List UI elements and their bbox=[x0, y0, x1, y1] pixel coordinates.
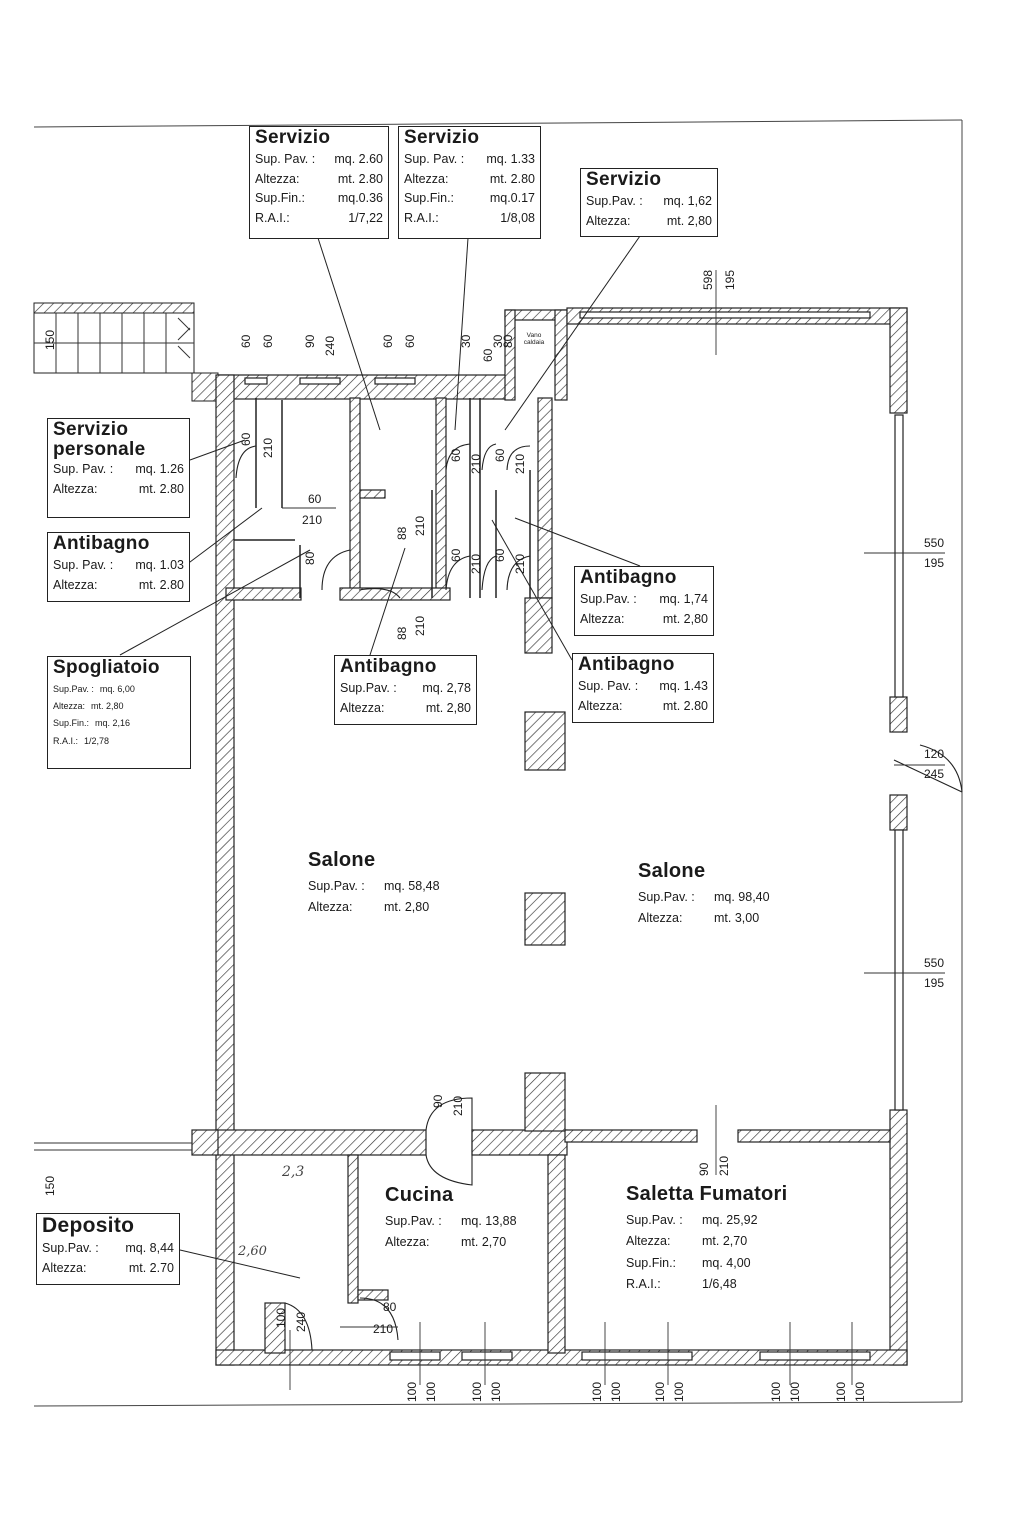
dim-top-60-e: 60 bbox=[481, 348, 495, 362]
dim-bottom-5: 100 bbox=[590, 1381, 604, 1402]
room-box-servizio-2: Servizio Sup. Pav. :mq. 1.33 Altezza:mt.… bbox=[398, 126, 541, 239]
room-box-antibagno-left: Antibagno Sup. Pav. :mq. 1.03 Altezza:mt… bbox=[47, 532, 190, 602]
handwritten-note-b: 2,60 bbox=[238, 1244, 267, 1259]
dim-bottom-7: 100 bbox=[653, 1381, 667, 1402]
dim-saletta-90: 90 bbox=[697, 1162, 711, 1176]
dim-bottom-4: 100 bbox=[489, 1381, 503, 1402]
dim-bottom-10: 100 bbox=[788, 1381, 802, 1402]
dim-bottom-1: 100 bbox=[405, 1381, 419, 1402]
room-box-antibagno-right-2: Antibagno Sup. Pav. :mq. 1.43 Altezza:mt… bbox=[572, 653, 714, 723]
dim-w-60-a: 60 bbox=[449, 448, 463, 462]
dim-w-60-b: 60 bbox=[493, 448, 507, 462]
leader-lines bbox=[119, 235, 641, 1279]
dim-l-210-b: 210 bbox=[513, 553, 527, 574]
room-name: Servizio bbox=[255, 127, 331, 148]
dim-120: 120 bbox=[924, 747, 945, 761]
dim-b-88: 88 bbox=[395, 526, 409, 540]
room-label-cucina: Cucina Sup.Pav. :mq. 13,88 Altezza:mt. 2… bbox=[385, 1184, 517, 1250]
dim-dp-100: 100 bbox=[274, 1307, 288, 1328]
room-name: Servizio bbox=[586, 169, 662, 190]
dim-80-v: 80 bbox=[303, 551, 317, 565]
dim-saletta-210: 210 bbox=[717, 1155, 731, 1176]
dim-l-210: 210 bbox=[469, 553, 483, 574]
sheet-frame bbox=[33, 119, 963, 1407]
dim-195-b: 195 bbox=[924, 556, 945, 570]
dim-top-60-b: 60 bbox=[261, 334, 275, 348]
room-box-deposito: Deposito Sup.Pav. :mq. 8,44 Altezza:mt. … bbox=[36, 1213, 180, 1285]
windows bbox=[244, 311, 904, 1361]
room-name: Servizio bbox=[404, 127, 480, 148]
dim-sp-60: 60 bbox=[308, 492, 322, 506]
dim-top-30: 30 bbox=[459, 334, 473, 348]
dim-top-240: 240 bbox=[323, 335, 337, 356]
dim-top-60-c: 60 bbox=[381, 334, 395, 348]
dim-bottom-11: 100 bbox=[834, 1381, 848, 1402]
dim-dp-240: 240 bbox=[294, 1311, 308, 1332]
dim-sp-60-b: 60 bbox=[239, 432, 253, 446]
dim-top-90: 90 bbox=[303, 334, 317, 348]
dim-bottom-12: 100 bbox=[853, 1381, 867, 1402]
dim-bottom-3: 100 bbox=[470, 1381, 484, 1402]
vano-caldaia-label: Vano caldaia bbox=[523, 332, 545, 347]
dim-550-a: 550 bbox=[924, 536, 945, 550]
room-box-antibagno-right-1: Antibagno Sup.Pav. :mq. 1,74 Altezza:mt.… bbox=[574, 566, 714, 636]
dim-bottom-9: 100 bbox=[769, 1381, 783, 1402]
partitions bbox=[234, 398, 531, 598]
dim-sp-210: 210 bbox=[302, 513, 323, 527]
dim-l-60: 60 bbox=[449, 548, 463, 562]
dim-kitchen-210: 210 bbox=[451, 1095, 465, 1116]
room-box-servizio-personale: Servizio personale Sup. Pav. :mq. 1.26 A… bbox=[47, 418, 190, 518]
dim-598: 598 bbox=[701, 269, 715, 290]
dim-b-88-b: 88 bbox=[395, 626, 409, 640]
dim-150-a: 150 bbox=[43, 329, 57, 350]
dim-top-80: 80 bbox=[501, 334, 515, 348]
dim-sp-210-b: 210 bbox=[261, 437, 275, 458]
dim-w-210-b: 210 bbox=[513, 453, 527, 474]
dim-150-b: 150 bbox=[43, 1175, 57, 1196]
dim-195-c: 195 bbox=[924, 976, 945, 990]
dim-bottom-8: 100 bbox=[672, 1381, 686, 1402]
dim-b-210-b: 210 bbox=[413, 615, 427, 636]
staircase bbox=[33, 302, 219, 402]
dim-bottom-6: 100 bbox=[609, 1381, 623, 1402]
walls bbox=[191, 307, 908, 1366]
room-label-salone-1: Salone Sup.Pav. :mq. 58,48 Altezza:mt. 2… bbox=[308, 849, 440, 915]
room-box-antibagno-center: Antibagno Sup.Pav. :mq. 2,78 Altezza:mt.… bbox=[334, 655, 477, 725]
dim-w-210-a: 210 bbox=[469, 453, 483, 474]
dim-dp-80: 80 bbox=[383, 1300, 397, 1314]
dimension-lines bbox=[34, 270, 945, 1390]
dim-l-60-b: 60 bbox=[493, 548, 507, 562]
dim-top-60-a: 60 bbox=[239, 334, 253, 348]
room-box-servizio-1: Servizio Sup. Pav. :mq. 2.60 Altezza:mt.… bbox=[249, 126, 389, 239]
room-label-saletta-fumatori: Saletta Fumatori Sup.Pav. :mq. 25,92 Alt… bbox=[626, 1183, 788, 1291]
room-box-servizio-3: Servizio Sup.Pav. :mq. 1,62 Altezza:mt. … bbox=[580, 168, 718, 237]
dim-bottom-2: 100 bbox=[424, 1381, 438, 1402]
dim-top-60-d: 60 bbox=[403, 334, 417, 348]
dim-550-b: 550 bbox=[924, 956, 945, 970]
dim-b-210: 210 bbox=[413, 515, 427, 536]
dim-195-a: 195 bbox=[723, 269, 737, 290]
handwritten-note-a: 2,3 bbox=[282, 1164, 305, 1180]
dim-245: 245 bbox=[924, 767, 945, 781]
room-box-spogliatoio: Spogliatoio Sup.Pav. :mq. 6,00 Altezza:m… bbox=[47, 656, 191, 769]
dim-kitchen-90: 90 bbox=[431, 1094, 445, 1108]
dim-dp-210: 210 bbox=[373, 1322, 394, 1336]
room-label-salone-2: Salone Sup.Pav. :mq. 98,40 Altezza:mt. 3… bbox=[638, 860, 770, 926]
